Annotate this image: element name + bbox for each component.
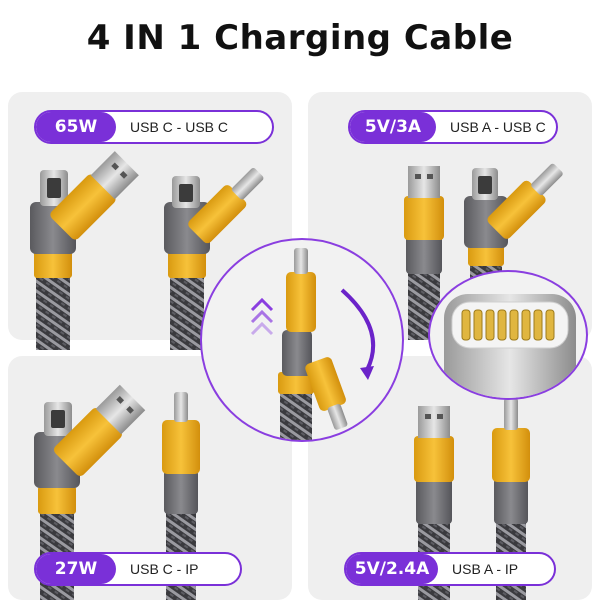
mode-label: USB C - USB C <box>130 119 229 135</box>
mode-label: USB A - USB C <box>450 119 546 135</box>
spec-pill-4: 5V/2.4A USB A - IP <box>344 552 556 586</box>
spec-pill-1: 65W USB C - USB C <box>34 110 274 144</box>
usbc-splitter-left <box>30 151 139 350</box>
lightning-closeup-circle <box>428 270 588 400</box>
power-tag: 5V/2.4A <box>346 554 438 584</box>
usba-cable-2 <box>414 406 454 600</box>
usbc-lightning-splitter-right <box>164 168 264 350</box>
mode-label: USB C - IP <box>130 561 199 577</box>
power-tag: 5V/3A <box>350 112 436 142</box>
lightning-closeup-art <box>444 294 576 398</box>
power-tag: 65W <box>36 112 116 142</box>
rotate-arrow-icon <box>340 288 376 380</box>
slide-detail-circle <box>200 238 404 442</box>
mode-label: USB A - IP <box>452 561 519 577</box>
power-tag: 27W <box>36 554 116 584</box>
spec-pill-3: 27W USB C - IP <box>34 552 242 586</box>
spec-pill-2: 5V/3A USB A - USB C <box>348 110 558 144</box>
slide-up-chevrons-icon <box>250 297 274 336</box>
slide-detail-art <box>250 248 376 440</box>
usba-cable <box>404 166 444 340</box>
page-title: 4 IN 1 Charging Cable <box>86 18 514 58</box>
